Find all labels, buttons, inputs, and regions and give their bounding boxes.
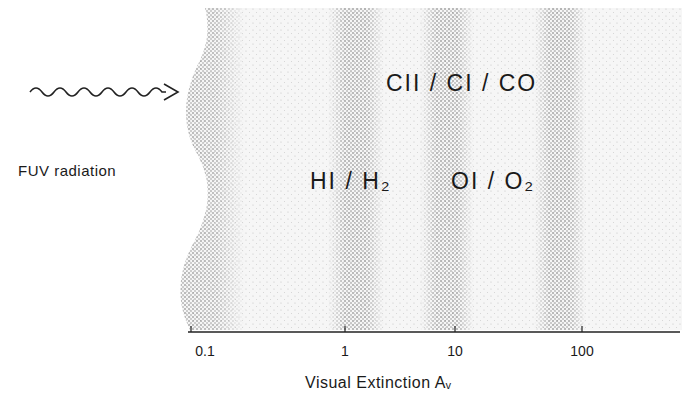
tick-label: 0.1 — [195, 344, 214, 358]
axis-title: Visual Extinction Aᵥ — [305, 375, 451, 391]
tick-label: 1 — [341, 344, 349, 358]
tick-label: 10 — [447, 344, 463, 358]
species-label: OI / O₂ — [451, 170, 535, 193]
tick-label: 100 — [570, 344, 593, 358]
radiation-label: FUV radiation — [18, 163, 116, 178]
species-label: HI / H₂ — [310, 170, 392, 193]
species-label: CII / CI / CO — [386, 72, 537, 95]
